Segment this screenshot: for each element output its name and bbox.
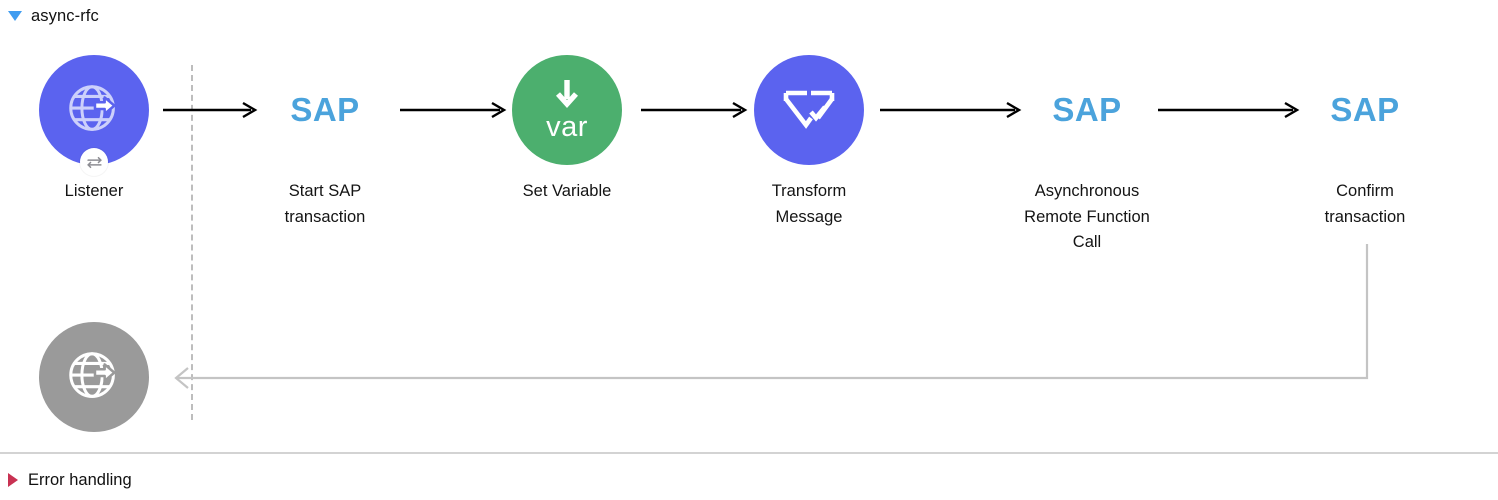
source-flow-dashed-divider: [191, 65, 193, 420]
set-variable-var-text: var: [546, 110, 588, 143]
node-set-variable-label: Set Variable: [522, 182, 612, 200]
connector-listener-to-start-sap: [163, 101, 258, 119]
node-transform-message-label: Transform Message: [771, 182, 847, 226]
exchange-arrows-icon: [80, 148, 108, 176]
node-listener-icon-wrap[interactable]: [9, 55, 179, 176]
set-variable-circle[interactable]: var: [512, 55, 622, 165]
dataweave-icon: [783, 90, 835, 129]
node-start-sap-transaction-label: Start SAP transaction: [284, 182, 366, 226]
node-confirm-transaction[interactable]: SAP Confirm transaction: [1280, 55, 1450, 230]
node-set-variable-icon-wrap[interactable]: var: [482, 55, 652, 165]
listener-circle[interactable]: [39, 55, 149, 176]
set-variable-icon: var: [546, 78, 588, 141]
error-handling-header[interactable]: Error handling: [8, 468, 132, 492]
node-transform-message-icon-wrap[interactable]: [724, 55, 894, 165]
node-asynchronous-remote-function-call[interactable]: SAP Asynchronous Remote Function Call: [1002, 55, 1172, 256]
connector-async-rfc-to-confirm: [1158, 101, 1300, 119]
sap-wordmark-icon: SAP: [1052, 91, 1122, 128]
sap-wordmark-icon: SAP: [290, 91, 360, 128]
transform-message-circle[interactable]: [754, 55, 864, 165]
node-listener-label: Listener: [64, 182, 124, 200]
triangle-right-icon[interactable]: [8, 473, 18, 487]
flow-name-label: async-rfc: [31, 6, 99, 25]
section-divider: [0, 452, 1498, 454]
node-confirm-transaction-icon-wrap[interactable]: SAP: [1280, 55, 1450, 165]
node-asynchronous-remote-function-call-label: Asynchronous Remote Function Call: [1024, 182, 1150, 252]
node-async-rfc-icon-wrap[interactable]: SAP: [1002, 55, 1172, 165]
node-transform-message[interactable]: Transform Message: [724, 55, 894, 230]
node-start-sap-icon-wrap[interactable]: SAP: [240, 55, 410, 165]
connector-transform-to-async-rfc: [880, 101, 1022, 119]
sap-wordmark-icon: SAP: [1330, 91, 1400, 128]
node-confirm-transaction-label: Confirm transaction: [1324, 182, 1406, 226]
triangle-down-icon[interactable]: [8, 11, 22, 21]
node-listener-response-icon-wrap[interactable]: [9, 322, 179, 432]
node-listener-response[interactable]: [9, 322, 179, 446]
listener-response-circle[interactable]: [39, 322, 149, 432]
connector-start-sap-to-set-variable: [400, 101, 507, 119]
flow-header[interactable]: async-rfc: [8, 4, 99, 28]
globe-arrow-icon: [69, 85, 116, 131]
connector-set-variable-to-transform: [641, 101, 748, 119]
node-listener[interactable]: Listener: [9, 55, 179, 205]
node-set-variable[interactable]: var Set Variable: [482, 55, 652, 205]
flow-canvas: Listener SAP Start SAP transaction var S…: [0, 32, 1498, 440]
error-handling-label: Error handling: [28, 470, 132, 489]
globe-arrow-icon: [69, 352, 116, 398]
node-start-sap-transaction[interactable]: SAP Start SAP transaction: [240, 55, 410, 230]
